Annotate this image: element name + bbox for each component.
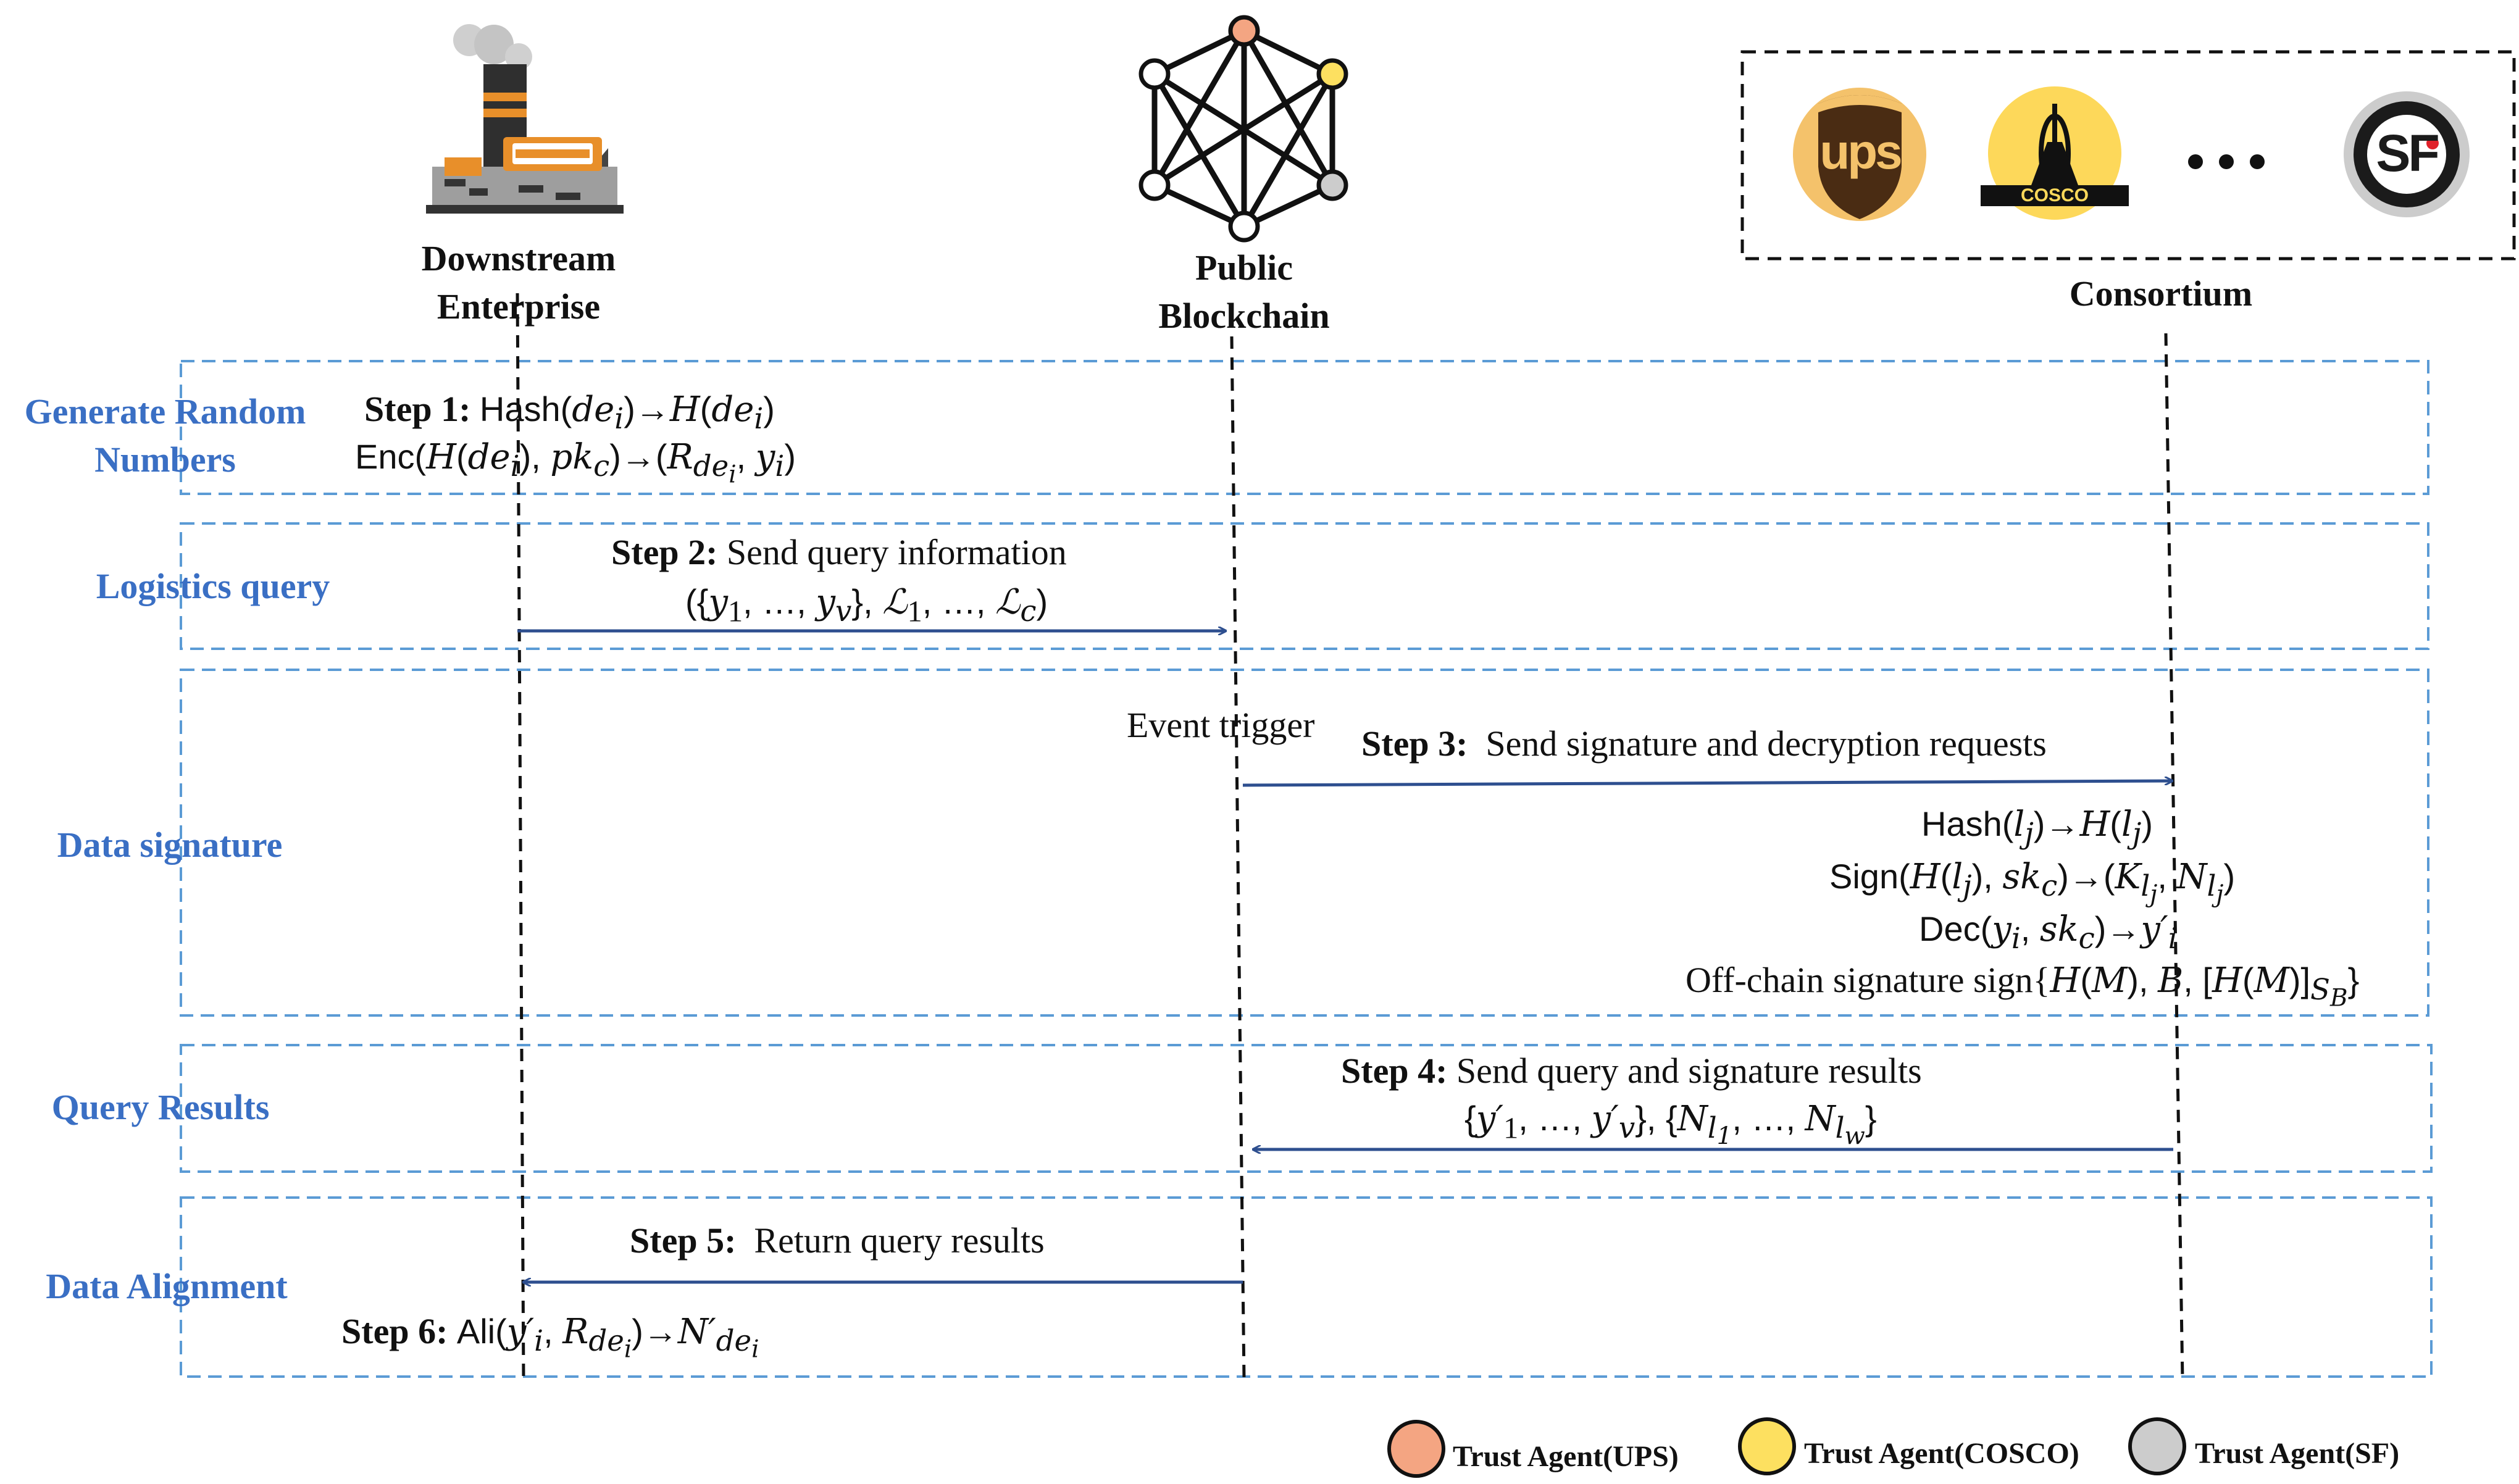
step2-formula: ({y1, …, yv}, ℒ1, …, ℒc) [685,582,1048,629]
step6-heading: Step 6: [341,1311,448,1351]
cosco-logo-text: COSCO [2020,185,2089,206]
cosco-logo [1981,86,2129,220]
step3-line1: Step 3: Send signature and decryption re… [1361,723,2047,764]
factory-icon [426,24,624,214]
step3-formula3: Dec(yi, skc)→y′i [1919,909,2178,956]
step5-line1: Step 5: Return query results [630,1220,1045,1261]
step4-line1: Step 4: Send query and signature results [1341,1051,1922,1091]
step4-heading: Step 4: [1341,1051,1448,1091]
stage-label-generate: Generate Random Numbers [24,391,306,480]
step3-heading: Step 3: [1361,723,1468,764]
sf-logo-text: SF [2376,124,2439,182]
ups-logo-text: ups [1819,124,1902,179]
step3-formula1: Hash(lj)→H(lj) [1921,804,2153,851]
legend-label-cosco: Trust Agent(COSCO) [1804,1437,2079,1470]
lifeline-blockchain [1230,336,1246,1380]
sf-logo [2344,91,2470,217]
legend-dot-ups [1387,1420,1445,1478]
actor-blockchain-label: Public Blockchain [1158,248,1330,336]
step2-heading: Step 2: [611,532,718,572]
stage-label-signature: Data signature [57,825,283,865]
blockchain-network-icon [1151,27,1335,230]
legend-dot-cosco [1738,1417,1796,1475]
arrow-step3 [1242,781,2172,787]
node-cosco-agent [1316,58,1348,90]
step1-line2: Enc(H(dei), pkc)→(Rdei, yi) [355,437,796,489]
stage-box-results [180,1044,2433,1173]
stage-label-alignment: Data Alignment [46,1266,288,1306]
stage-box-signature [180,669,2429,1017]
node-sf-agent [1316,169,1348,201]
stage-box-alignment [180,1196,2433,1378]
step6-line1: Step 6: Ali(y′i, Rdei)→N′dei [341,1311,759,1364]
actor-enterprise-label: Downstream Enterprise [421,238,616,327]
legend-label-sf: Trust Agent(SF) [2195,1437,2400,1470]
stage-label-query: Logistics query [96,566,330,606]
stage-box-query [180,522,2429,650]
step3-formula4: Off-chain signature sign{H(M), B, [H(M)]… [1686,960,2360,1012]
event-trigger-label: Event trigger [1127,705,1315,745]
blockchain-nodes [1138,15,1348,243]
lifeline-enterprise [516,293,525,1380]
step3-formula2: Sign(H(lj), skc)→(Klj, Nlj) [1829,857,2236,909]
step4-formula: {y′1, …, y′v}, {Nl1, …, Nlw} [1464,1099,1877,1151]
lifeline-consortium [2164,333,2184,1380]
consortium-box [1740,50,2516,261]
ups-logo [1793,88,1926,221]
step1-line1: Step 1: Hash(dei)→H(dei) [364,389,775,436]
stage-box-generate [180,360,2429,495]
step1-heading: Step 1: [364,389,471,429]
actor-consortium-label: Consortium [2069,273,2253,314]
stage-label-results: Query Results [51,1087,270,1127]
legend-dot-sf [2128,1417,2186,1475]
node-ups-agent [1228,15,1260,47]
step5-heading: Step 5: [630,1220,737,1261]
ellipsis-dots [2188,154,2265,169]
legend-label-ups: Trust Agent(UPS) [1453,1440,1679,1473]
step2-line1: Step 2: Send query information [611,532,1067,572]
